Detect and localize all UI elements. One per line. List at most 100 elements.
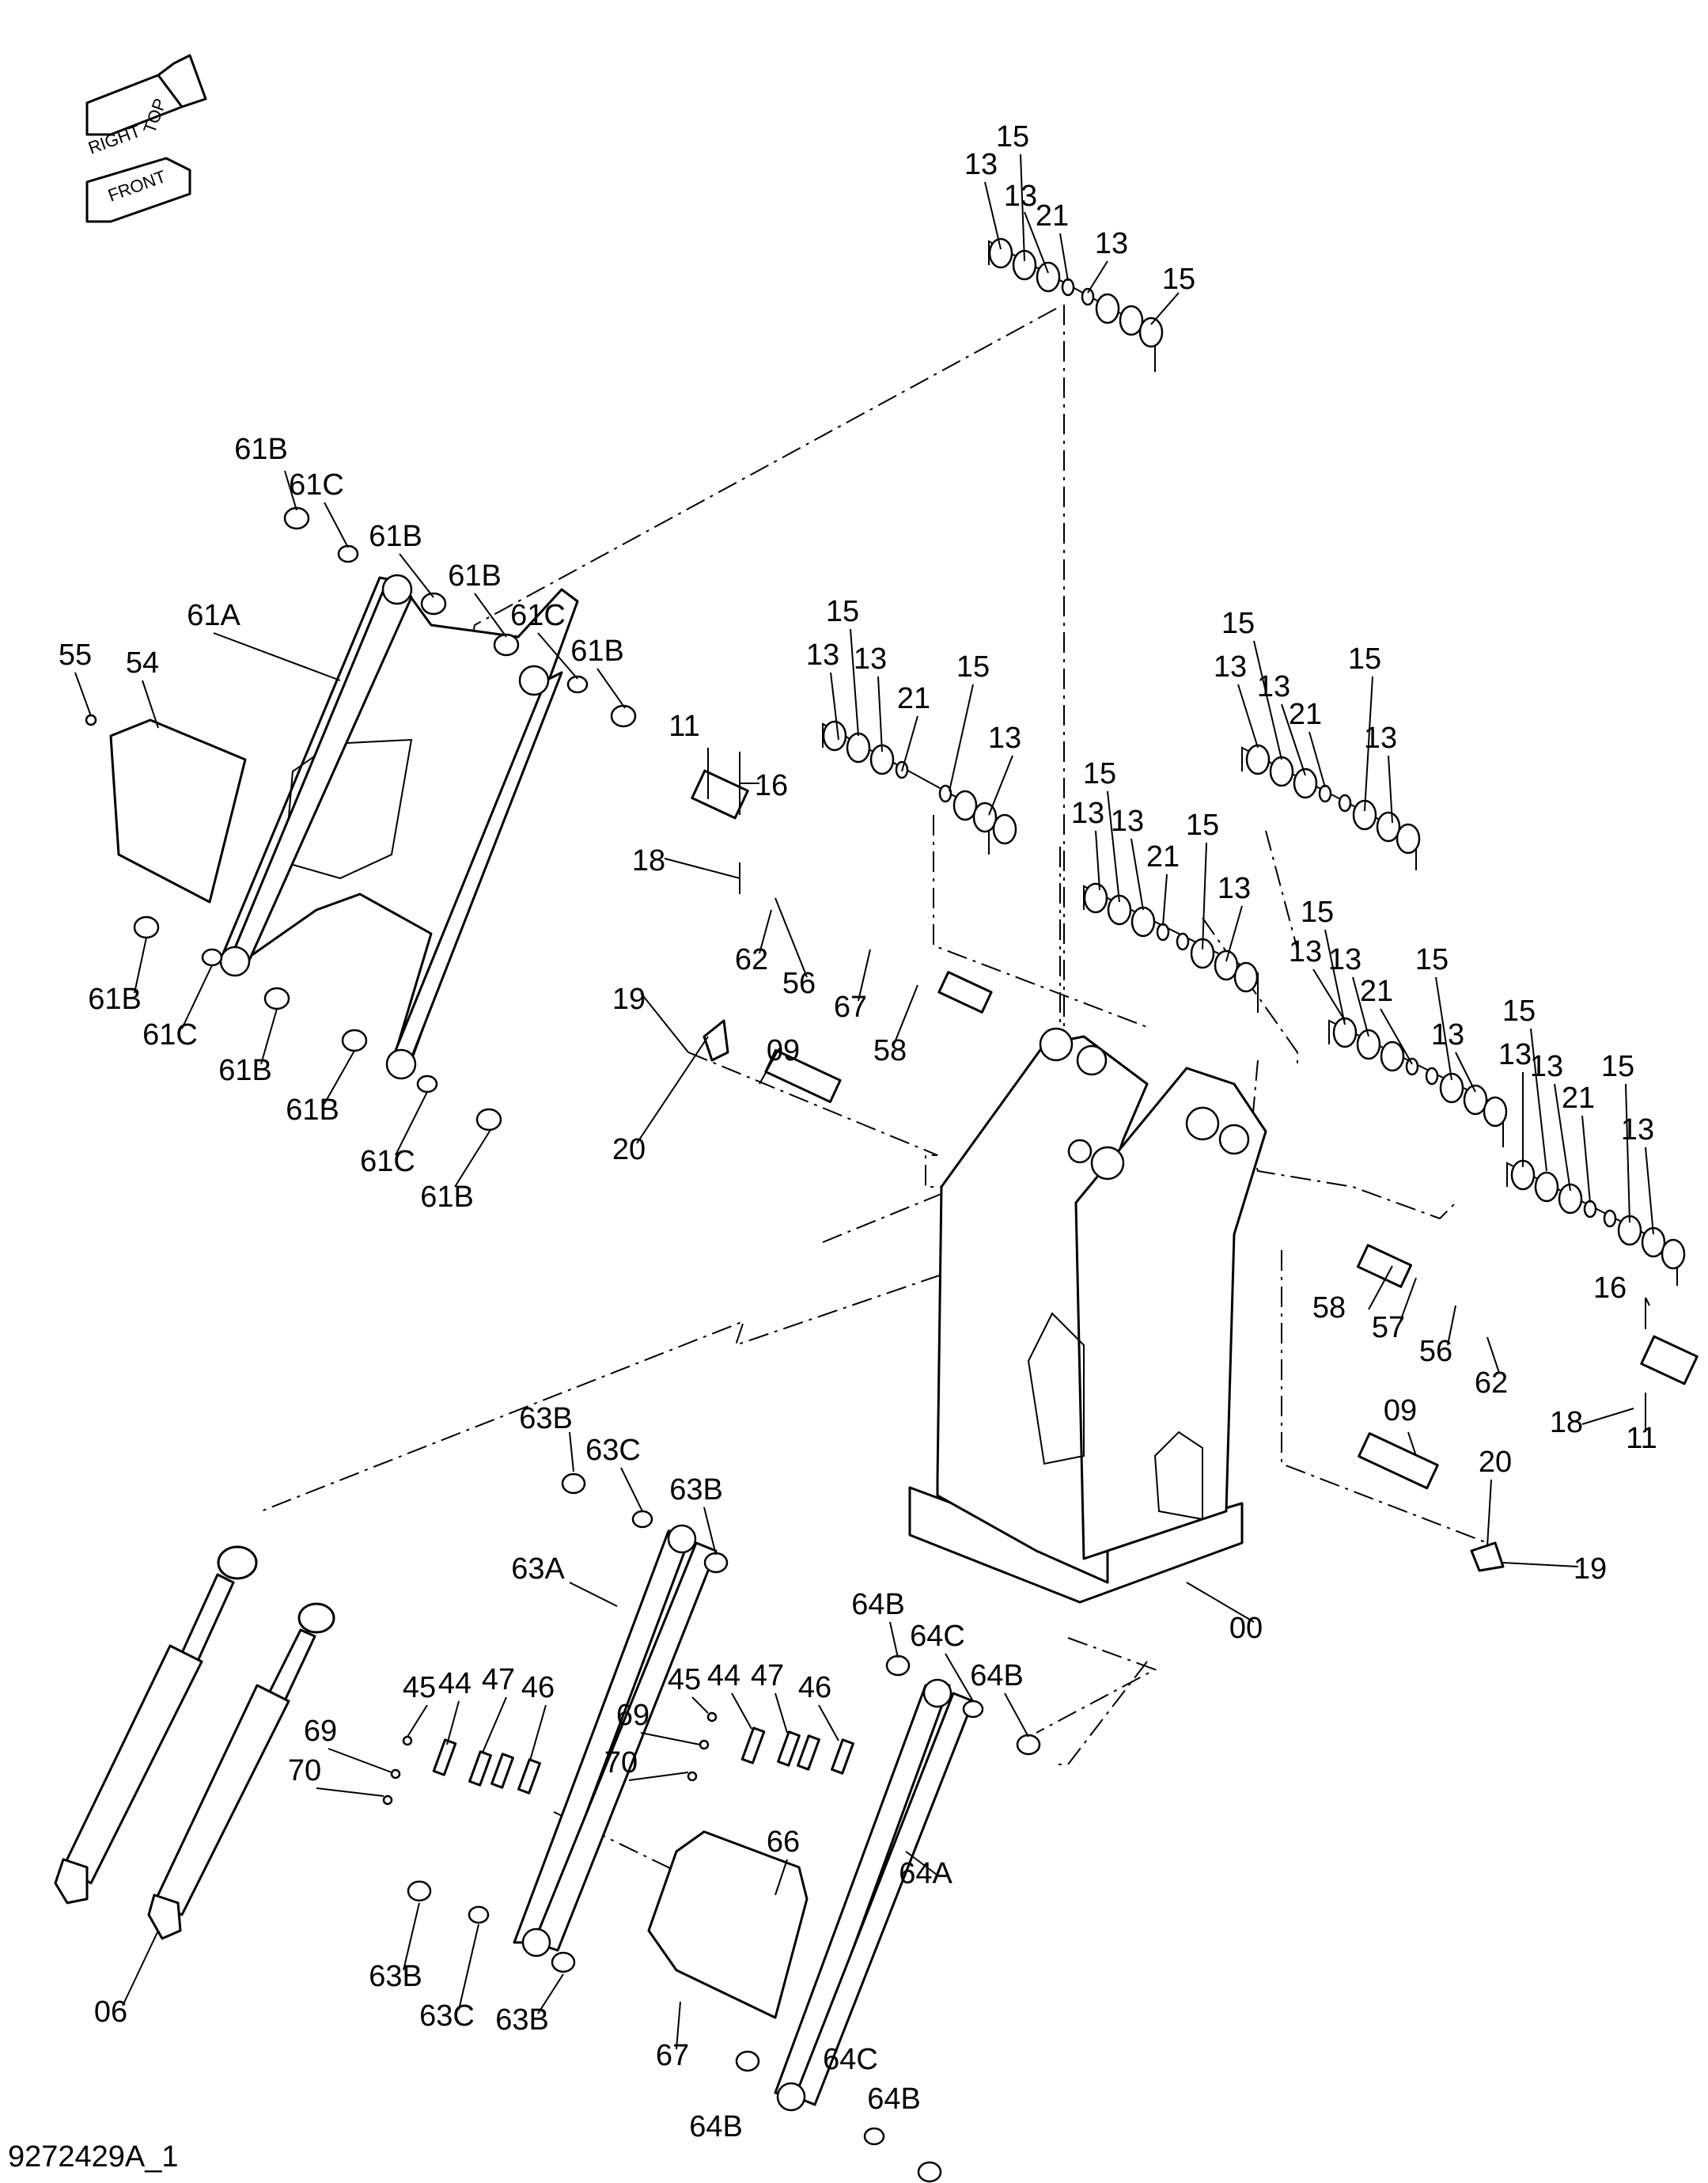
leader-line-54 <box>1455 1052 1476 1093</box>
callout-47-84: 47 <box>751 1659 784 1692</box>
leader-line-37 <box>1107 790 1120 903</box>
callout-13-33: 13 <box>854 642 887 676</box>
callout-15-53: 15 <box>1415 943 1449 976</box>
leader-line-77 <box>446 1700 460 1745</box>
callout-64b-98: 64B <box>689 2110 743 2143</box>
callout-56-63: 56 <box>1419 1335 1452 1368</box>
callout-61b-18: 61B <box>286 1093 339 1127</box>
callout-13-36: 13 <box>988 722 1021 755</box>
leader-line-11 <box>596 668 626 709</box>
callout-13-60: 13 <box>1621 1113 1654 1146</box>
leader-line-78 <box>482 1696 507 1753</box>
callout-69-86: 69 <box>616 1699 649 1732</box>
leader-line-52 <box>1380 1008 1413 1065</box>
callout-15-35: 15 <box>956 650 990 684</box>
leader-line-50 <box>1312 968 1346 1021</box>
leader-line-26 <box>858 949 871 1002</box>
washer-cluster-right <box>1328 1017 1508 1147</box>
leader-line-45 <box>1281 703 1306 776</box>
leader-line-8 <box>399 553 434 598</box>
callout-64a-91: 64A <box>899 1857 952 1890</box>
leader-line-1 <box>984 181 1002 250</box>
callout-64b-90: 64B <box>970 1659 1024 1692</box>
callout-61b-9: 61B <box>448 559 502 593</box>
callout-70-81: 70 <box>288 1754 321 1787</box>
callout-67-26: 67 <box>834 991 867 1024</box>
callout-63b-95: 63B <box>495 2003 549 2037</box>
callout-44-77: 44 <box>438 1667 471 1700</box>
leader-line-70 <box>1502 1562 1579 1567</box>
callout-15-47: 15 <box>1348 642 1381 676</box>
leader-line-48 <box>1388 755 1393 824</box>
callout-63b-93: 63B <box>369 1960 422 1993</box>
callout-13-51: 13 <box>1328 943 1361 976</box>
callout-19-28: 19 <box>612 983 646 1016</box>
callout-21-46: 21 <box>1289 698 1322 731</box>
callout-58-61: 58 <box>1312 1291 1346 1325</box>
leader-line-76 <box>407 1704 428 1738</box>
callout-64c-89: 64C <box>910 1620 965 1653</box>
leader-line-2 <box>1024 211 1049 274</box>
leader-line-51 <box>1352 976 1369 1037</box>
callout-15-0: 15 <box>996 120 1029 153</box>
link-63a <box>407 1472 729 1973</box>
callout-16-65: 16 <box>1593 1272 1627 1305</box>
fasteners-left <box>382 1735 541 1806</box>
callout-13-39: 13 <box>1111 805 1144 838</box>
callout-64b-88: 64B <box>851 1588 905 1621</box>
leader-line-19 <box>395 1091 428 1156</box>
callout-21-3: 21 <box>1036 199 1069 233</box>
callout-15-5: 15 <box>1162 263 1195 296</box>
callout-70-87: 70 <box>604 1746 638 1779</box>
callout-57-62: 57 <box>1372 1311 1405 1344</box>
leader-line-30 <box>636 1036 709 1144</box>
callout-09-68: 09 <box>1384 1394 1417 1427</box>
callout-20-30: 20 <box>612 1133 646 1166</box>
leader-line-60 <box>1645 1146 1654 1235</box>
callout-15-31: 15 <box>826 595 859 628</box>
callout-09-29: 09 <box>767 1034 800 1067</box>
leader-line-49 <box>1324 929 1346 1025</box>
leader-line-18 <box>324 1050 355 1105</box>
leader-line-5 <box>1150 292 1180 325</box>
callout-13-32: 13 <box>806 639 839 672</box>
callout-06-97: 06 <box>94 1995 127 2029</box>
callout-61b-11: 61B <box>570 635 624 668</box>
callout-58-27: 58 <box>873 1034 907 1067</box>
leader-line-89 <box>945 1653 974 1702</box>
leader-line-93 <box>403 1902 420 1971</box>
callout-11-21: 11 <box>668 710 699 743</box>
leader-line-3 <box>1059 233 1069 282</box>
leader-line-97 <box>122 1930 159 2007</box>
callout-55-13: 55 <box>59 639 92 672</box>
leader-line-66 <box>1581 1408 1634 1425</box>
callout-67-96: 67 <box>656 2039 689 2072</box>
callout-13-45: 13 <box>1257 670 1290 703</box>
callout-21-40: 21 <box>1146 840 1180 874</box>
leader-line-25 <box>790 937 808 978</box>
leader-line-10 <box>537 632 578 680</box>
callout-15-59: 15 <box>1601 1050 1634 1083</box>
callout-13-1: 13 <box>964 148 998 181</box>
callout-13-50: 13 <box>1289 935 1322 968</box>
callout-63a-75: 63A <box>511 1552 565 1586</box>
callout-64c-99: 64C <box>823 2043 878 2076</box>
cover-plate-66 <box>647 1830 809 2019</box>
callout-13-38: 13 <box>1071 797 1104 830</box>
callout-20-69: 20 <box>1479 1446 1512 1479</box>
leader-line-15 <box>134 937 147 994</box>
leader-line-92 <box>774 1859 788 1896</box>
leader-line-69 <box>1486 1479 1492 1548</box>
leader-line-6 <box>284 470 297 511</box>
callout-18-66: 18 <box>1550 1406 1583 1439</box>
callout-63b-72: 63B <box>519 1402 573 1435</box>
callout-62-24: 62 <box>735 943 768 976</box>
washer-cluster-top <box>988 237 1164 372</box>
callout-44-83: 44 <box>707 1659 740 1692</box>
leader-lines <box>74 153 1654 2050</box>
leader-line-80 <box>328 1748 392 1773</box>
hydraulic-cylinders-06 <box>54 1545 335 1940</box>
leader-line-96 <box>676 2001 681 2050</box>
leader-line-61 <box>1368 1265 1393 1310</box>
